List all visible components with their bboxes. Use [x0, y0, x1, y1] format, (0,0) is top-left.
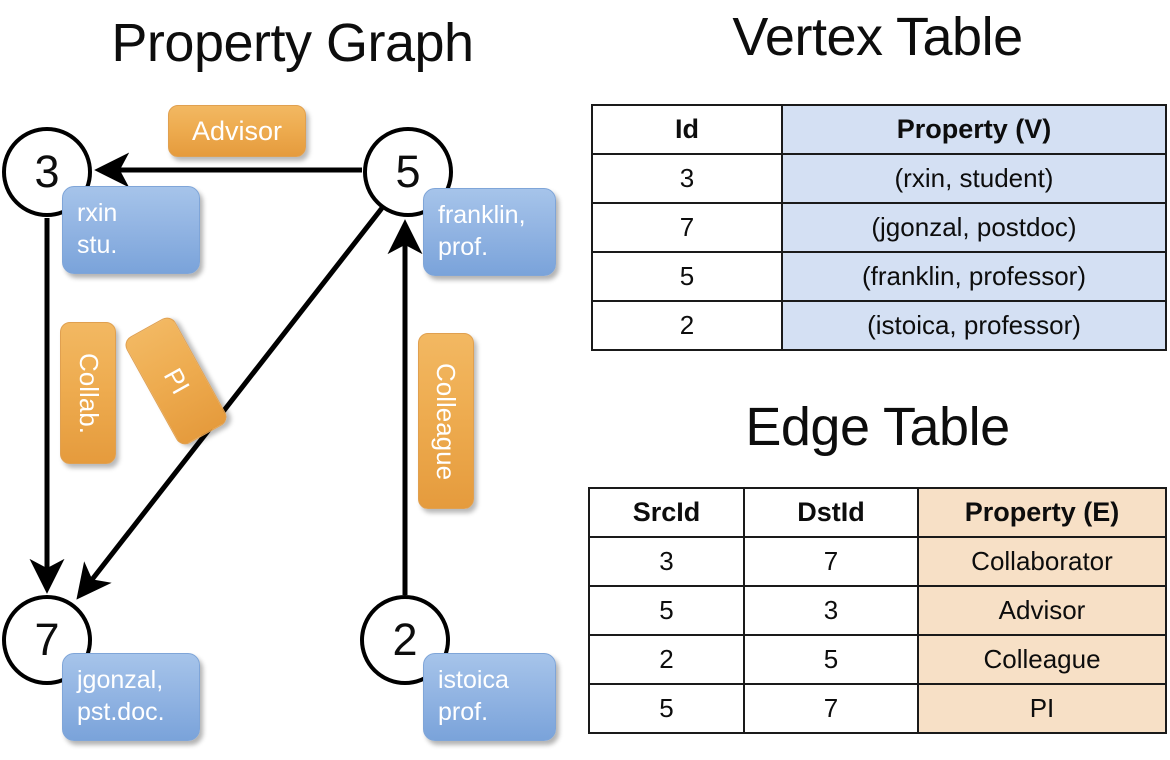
edge-dstid-cell: 5: [743, 634, 919, 685]
table-row: 2 (istoica, professor): [591, 300, 1167, 351]
vertex-property-line1: franklin,: [438, 201, 526, 229]
vertex-table-header-row: Id Property (V): [591, 104, 1167, 155]
edge-srcid-cell: 2: [588, 634, 745, 685]
vertex-id-cell: 3: [591, 153, 783, 204]
vertex-property-box-3: rxin stu.: [62, 186, 200, 274]
vertex-id-cell: 7: [591, 202, 783, 253]
vertex-property-line2: stu.: [77, 231, 118, 259]
edge-srcid-cell: 5: [588, 683, 745, 734]
edge-property-cell: Colleague: [917, 634, 1167, 685]
vertex-id-cell: 2: [591, 300, 783, 351]
edge-dstid-cell: 7: [743, 683, 919, 734]
edge-label-pi-text: PI: [157, 362, 196, 399]
edge-label-colleague: Colleague: [418, 333, 474, 509]
vertex-table-header-property: Property (V): [781, 104, 1167, 155]
edge-label-collab-text: Collab.: [73, 352, 104, 434]
vertex-property-line1: jgonzal,: [77, 666, 164, 694]
table-row: 7 (jgonzal, postdoc): [591, 202, 1167, 253]
vertex-property-line2: prof.: [438, 698, 489, 726]
vertex-table-header-id: Id: [591, 104, 783, 155]
edge-table: SrcId DstId Property (E) 3 7 Collaborato…: [588, 487, 1167, 734]
edge-label-collab: Collab.: [60, 322, 116, 464]
vertex-table: Id Property (V) 3 (rxin, student) 7 (jgo…: [591, 104, 1167, 351]
vertex-property-box-7: jgonzal, pst.doc.: [62, 653, 200, 741]
graph-node-3-label: 3: [34, 146, 60, 197]
edge-table-header-srcid: SrcId: [588, 487, 745, 538]
edge-arrow-5-to-7: [76, 206, 384, 600]
edge-table-header-row: SrcId DstId Property (E): [588, 487, 1167, 538]
graph-node-5[interactable]: 5: [363, 127, 453, 217]
vertex-property-line2: prof.: [438, 233, 489, 261]
graph-node-7-label: 7: [34, 614, 60, 665]
edge-srcid-cell: 3: [588, 536, 745, 587]
vertex-property-cell: (istoica, professor): [781, 300, 1167, 351]
table-row: 2 5 Colleague: [588, 634, 1167, 685]
edge-srcid-cell: 5: [588, 585, 745, 636]
page-title-property-graph: Property Graph: [111, 13, 474, 73]
table-row: 5 7 PI: [588, 683, 1167, 734]
vertex-property-line2: pst.doc.: [77, 698, 165, 726]
vertex-property-box-2: istoica prof.: [423, 653, 556, 741]
page-title-edge-table: Edge Table: [745, 397, 1010, 457]
page-title-vertex-table: Vertex Table: [732, 7, 1023, 67]
table-row: 5 3 Advisor: [588, 585, 1167, 636]
edge-label-advisor: Advisor: [168, 105, 306, 157]
vertex-id-cell: 5: [591, 251, 783, 302]
graph-node-2[interactable]: 2: [360, 595, 450, 685]
edge-table-header-dstid: DstId: [743, 487, 919, 538]
graph-node-2-label: 2: [392, 614, 418, 665]
vertex-property-box-5: franklin, prof.: [423, 188, 556, 276]
graph-edge-arrows: [29, 152, 423, 600]
table-row: 5 (franklin, professor): [591, 251, 1167, 302]
vertex-property-cell: (jgonzal, postdoc): [781, 202, 1167, 253]
vertex-property-cell: (franklin, professor): [781, 251, 1167, 302]
table-row: 3 7 Collaborator: [588, 536, 1167, 587]
vertex-property-cell: (rxin, student): [781, 153, 1167, 204]
edge-label-colleague-text: Colleague: [431, 362, 462, 480]
vertex-property-line1: istoica: [438, 666, 509, 694]
graph-node-5-label: 5: [395, 146, 421, 197]
edge-property-cell: PI: [917, 683, 1167, 734]
property-graph-diagram: 3 5 7 2 rxin stu. franklin, prof. jgonza…: [2, 105, 556, 741]
table-row: 3 (rxin, student): [591, 153, 1167, 204]
edge-dstid-cell: 3: [743, 585, 919, 636]
edge-label-advisor-text: Advisor: [191, 115, 283, 146]
edge-dstid-cell: 7: [743, 536, 919, 587]
edge-property-cell: Advisor: [917, 585, 1167, 636]
edge-table-header-property: Property (E): [917, 487, 1167, 538]
vertex-property-line1: rxin: [77, 199, 118, 227]
edge-property-cell: Collaborator: [917, 536, 1167, 587]
